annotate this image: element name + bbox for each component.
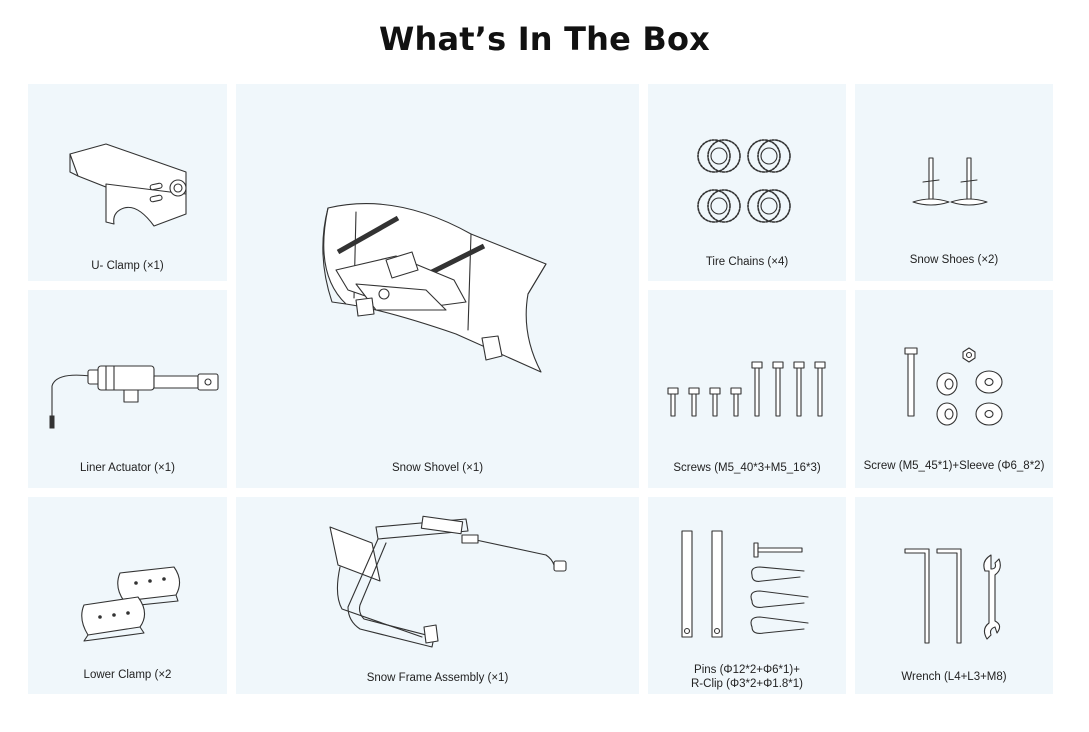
item-label: Liner Actuator (×1) bbox=[80, 462, 175, 474]
item-tile-snow-shoes: Snow Shoes (×2) bbox=[855, 84, 1053, 281]
item-tile-snow-shovel: Snow Shovel (×1) bbox=[236, 84, 639, 488]
item-tile-screw-sleeve: Screw (M5_45*1)+Sleeve (Φ6_8*2) bbox=[855, 290, 1053, 488]
snow-frame-icon bbox=[329, 515, 567, 648]
item-tile-screws: Screws (M5_40*3+M5_16*3) bbox=[648, 290, 846, 488]
item-tile-u-clamp: U- Clamp (×1) bbox=[28, 84, 227, 281]
item-label-line1: Pins (Φ12*2+Φ6*1)+ bbox=[694, 664, 800, 676]
item-label: Snow Frame Assembly (×1) bbox=[366, 672, 509, 684]
item-label-line2: R-Clip (Φ3*2+Φ1.8*1) bbox=[691, 678, 803, 690]
item-tile-wrench: Wrench (L4+L3+M8) bbox=[855, 497, 1053, 694]
item-tile-pins-rclip: Pins (Φ12*2+Φ6*1)+ R-Clip (Φ3*2+Φ1.8*1) bbox=[648, 497, 846, 694]
item-label: Snow Shovel (×1) bbox=[391, 462, 484, 474]
item-tile-snow-frame-assembly: Snow Frame Assembly (×1) bbox=[236, 497, 639, 694]
snow-shoes-icon bbox=[912, 157, 988, 206]
tire-chain-ring bbox=[697, 139, 741, 173]
item-label: Lower Clamp (×2 bbox=[83, 669, 172, 681]
item-label: Screw (M5_45*1)+Sleeve (Φ6_8*2) bbox=[863, 460, 1045, 472]
item-label: Wrench (L4+L3+M8) bbox=[901, 671, 1007, 683]
screw-sleeve-icon bbox=[904, 347, 1003, 426]
item-tile-liner-actuator: Liner Actuator (×1) bbox=[28, 290, 227, 488]
u-clamp-icon bbox=[69, 143, 187, 227]
item-tile-lower-clamp: Lower Clamp (×2 bbox=[28, 497, 227, 694]
item-label: Tire Chains (×4) bbox=[705, 256, 789, 268]
pins-rclip-icon bbox=[681, 530, 809, 638]
lower-clamp-icon bbox=[81, 566, 181, 642]
item-label: Screws (M5_40*3+M5_16*3) bbox=[673, 462, 821, 474]
wrench-icon bbox=[904, 548, 1001, 644]
item-tile-tire-chains: Tire Chains (×4) bbox=[648, 84, 846, 281]
item-label: U- Clamp (×1) bbox=[91, 260, 164, 272]
snow-shovel-icon bbox=[322, 203, 547, 373]
page-title: What’s In The Box bbox=[378, 20, 710, 58]
linear-actuator-icon bbox=[49, 365, 219, 429]
item-label: Snow Shoes (×2) bbox=[909, 254, 999, 266]
screws-icon bbox=[667, 361, 826, 417]
tire-chains-icon bbox=[697, 139, 791, 223]
